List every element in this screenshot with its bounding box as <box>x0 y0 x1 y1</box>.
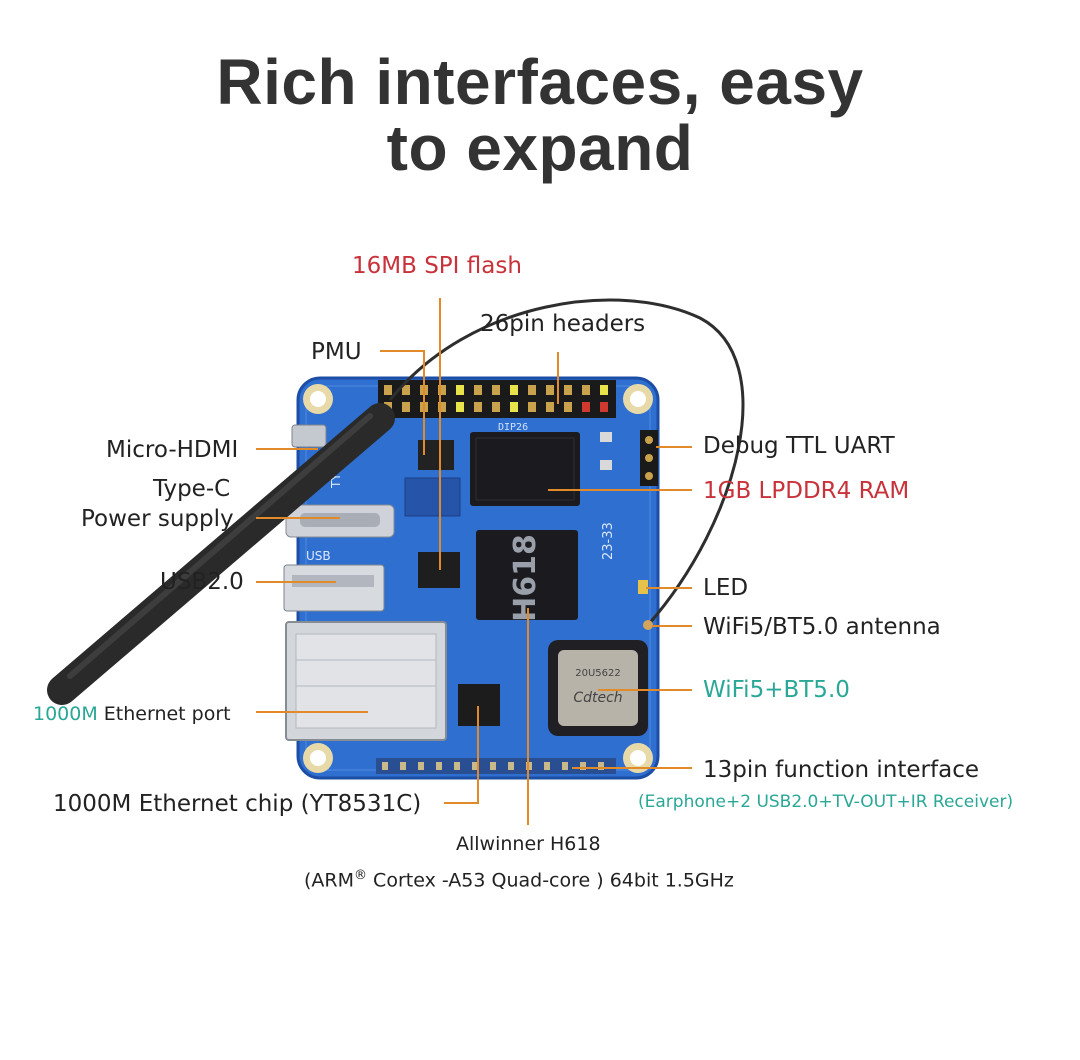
antenna-stick <box>47 403 395 705</box>
antenna-cable <box>388 298 745 626</box>
function-pin <box>400 762 406 770</box>
leader-lines <box>256 298 692 825</box>
header-pin <box>582 385 590 395</box>
label-type-c: Type-C <box>153 476 231 502</box>
header-pin <box>564 385 572 395</box>
label-led: LED <box>703 575 749 601</box>
headline-line1: Rich interfaces, easy <box>216 46 864 118</box>
debug-uart-pins <box>640 430 658 486</box>
usb-connector <box>283 564 385 612</box>
leader-pmu <box>380 350 425 455</box>
label-soc-reg: ® <box>354 868 368 883</box>
label-soc-line2: (ARM® Cortex -A53 Quad-core ) 64bit 1.5G… <box>304 862 734 894</box>
label-ethernet-port-speed: 1000M <box>33 703 98 725</box>
header-pin <box>402 385 410 395</box>
pin-header-26 <box>378 380 616 418</box>
header-pin <box>528 402 536 412</box>
orange-pi-board: DIP26 H618 23-33 TYPE-C USB <box>283 376 660 780</box>
function-pin <box>454 762 460 770</box>
micro-hdmi-connector <box>291 424 327 448</box>
header-pin <box>384 385 392 395</box>
function-pin <box>490 762 496 770</box>
function-pin <box>382 762 388 770</box>
label-soc-arm: (ARM <box>304 869 355 892</box>
header-pin <box>438 402 446 412</box>
header-pin <box>510 385 518 395</box>
label-ethernet-chip: 1000M Ethernet chip (YT8531C) <box>53 791 422 817</box>
header-pin <box>456 385 464 395</box>
header-pin <box>438 385 446 395</box>
header-pin <box>456 402 464 412</box>
header-pin <box>564 402 572 412</box>
header-pin <box>600 402 608 412</box>
header-silk: DIP26 <box>498 422 528 433</box>
ram-chip <box>470 432 580 506</box>
soc-chip <box>476 530 578 620</box>
soc-marking: H618 <box>508 534 543 622</box>
label-antenna: WiFi5/BT5.0 antenna <box>703 614 941 640</box>
function-pin <box>508 762 514 770</box>
wifi-module: 20U5622 Cdtech <box>548 640 648 736</box>
header-pin <box>402 402 410 412</box>
header-pin <box>546 402 554 412</box>
header-pin <box>474 402 482 412</box>
label-debug-uart: Debug TTL UART <box>703 433 895 459</box>
usb-silk: USB <box>306 549 331 563</box>
label-pmu: PMU <box>311 339 362 365</box>
header-pin <box>528 385 536 395</box>
label-micro-hdmi: Micro-HDMI <box>106 437 239 463</box>
function-pin <box>598 762 604 770</box>
function-pin <box>562 762 568 770</box>
date-silk: 23-33 <box>601 522 616 560</box>
header-pin <box>600 385 608 395</box>
label-pin-headers: 26pin headers <box>480 311 646 337</box>
function-pin <box>580 762 586 770</box>
label-function-interface: 13pin function interface <box>703 757 979 783</box>
label-soc-line1: Allwinner H618 <box>456 833 601 855</box>
header-pin <box>492 385 500 395</box>
header-pin <box>474 385 482 395</box>
wifi-brand-marking: Cdtech <box>573 690 622 706</box>
label-ethernet-port-text: Ethernet port <box>97 703 231 725</box>
pin-interface-13 <box>376 758 616 774</box>
function-pin <box>436 762 442 770</box>
wifi-model-marking: 20U5622 <box>575 668 621 679</box>
label-soc-spec: Cortex -A53 Quad-core ) 64bit 1.5GHz <box>367 869 734 892</box>
headline-line2: to expand <box>386 112 694 184</box>
label-power-supply: Power supply <box>81 506 234 532</box>
header-pin <box>546 385 554 395</box>
leader-ethernet-chip <box>444 706 479 804</box>
label-wifi-module: WiFi5+BT5.0 <box>703 677 850 703</box>
label-ram: 1GB LPDDR4 RAM <box>703 478 910 504</box>
header-pin <box>582 402 590 412</box>
label-spi-flash: 16MB SPI flash <box>352 253 522 279</box>
header-pin <box>492 402 500 412</box>
led-component <box>638 580 648 594</box>
header-pin <box>510 402 518 412</box>
label-ethernet-port: 1000M Ethernet port <box>33 700 231 728</box>
function-pin <box>472 762 478 770</box>
label-usb2: USB2.0 <box>160 569 244 595</box>
function-pin <box>544 762 550 770</box>
function-pin <box>418 762 424 770</box>
label-function-interface-sub: (Earphone+2 USB2.0+TV-OUT+IR Receiver) <box>638 792 1014 812</box>
